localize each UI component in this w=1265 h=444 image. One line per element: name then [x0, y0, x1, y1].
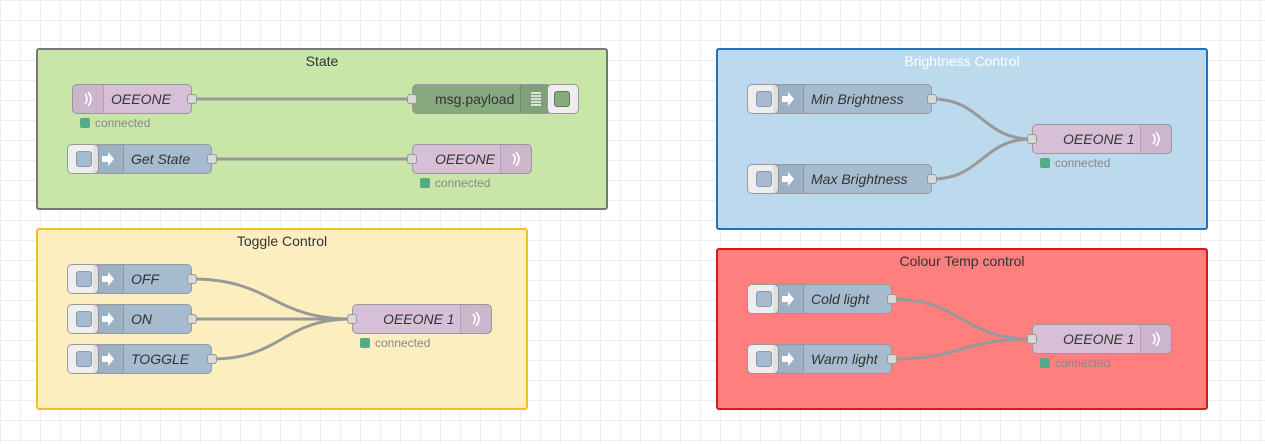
mqtt-signal-icon: [73, 85, 104, 113]
inject-node-max-brightness[interactable]: Max Brightness: [747, 164, 937, 194]
inject-arrow-icon: [773, 165, 804, 193]
debug-list-icon: [520, 85, 551, 113]
output-port[interactable]: [187, 274, 197, 284]
inject-arrow-icon: [93, 145, 124, 173]
group-state[interactable]: State: [36, 48, 608, 210]
node-status-connected: connected: [80, 116, 150, 130]
mqtt-out-node-oeeone[interactable]: OEEONE: [407, 144, 532, 174]
inject-node-warm-light[interactable]: Warm light: [747, 344, 897, 374]
output-port[interactable]: [207, 154, 217, 164]
status-dot-icon: [1040, 158, 1050, 168]
output-port[interactable]: [887, 354, 897, 364]
inject-arrow-icon: [93, 305, 124, 333]
group-state-label: State: [305, 53, 339, 69]
node-label: ON: [131, 311, 152, 327]
wire-off-to-mqtt[interactable]: [191, 277, 353, 321]
status-dot-icon: [420, 178, 430, 188]
node-label: Warm light: [811, 351, 878, 367]
inject-arrow-icon: [773, 345, 804, 373]
mqtt-signal-icon: [1140, 125, 1171, 153]
status-text: connected: [1055, 156, 1111, 170]
input-port[interactable]: [407, 94, 417, 104]
mqtt-out-node-oeeone-1-toggle[interactable]: OEEONE 1: [347, 304, 492, 334]
inject-node-toggle[interactable]: TOGGLE: [67, 344, 217, 374]
node-label: Min Brightness: [811, 91, 904, 107]
input-port[interactable]: [1027, 334, 1037, 344]
status-dot-icon: [360, 338, 370, 348]
group-colour-temp-control-label: Colour Temp control: [899, 253, 1025, 269]
inject-trigger-button[interactable]: [67, 144, 99, 174]
node-label: TOGGLE: [131, 351, 190, 367]
inject-trigger-button[interactable]: [67, 264, 99, 294]
node-label: OEEONE 1: [383, 311, 455, 327]
mqtt-out-node-oeeone-1-colour[interactable]: OEEONE 1: [1027, 324, 1172, 354]
node-status-connected: connected: [420, 176, 490, 190]
inject-arrow-icon: [773, 85, 804, 113]
status-text: connected: [95, 116, 151, 130]
wire-toggle-to-mqtt[interactable]: [211, 317, 353, 361]
inject-arrow-icon: [773, 285, 804, 313]
status-text: connected: [375, 336, 431, 350]
input-port[interactable]: [347, 314, 357, 324]
node-status-connected: connected: [1040, 156, 1110, 170]
inject-trigger-button[interactable]: [747, 344, 779, 374]
output-port[interactable]: [207, 354, 217, 364]
wire-warm-light-to-mqtt[interactable]: [891, 337, 1033, 361]
input-port[interactable]: [407, 154, 417, 164]
wire-cold-light-to-mqtt[interactable]: [891, 297, 1033, 341]
node-label: Get State: [131, 151, 191, 167]
wire-min-brightness-to-mqtt[interactable]: [931, 97, 1033, 141]
output-port[interactable]: [927, 174, 937, 184]
mqtt-signal-icon: [460, 305, 491, 333]
mqtt-signal-icon: [500, 145, 531, 173]
debug-node-msg-payload[interactable]: msg.payload: [407, 84, 579, 114]
inject-node-on[interactable]: ON: [67, 304, 197, 334]
node-label: OFF: [131, 271, 159, 287]
node-status-connected: connected: [360, 336, 430, 350]
status-text: connected: [1055, 356, 1111, 370]
node-label: Cold light: [811, 291, 870, 307]
inject-node-get-state[interactable]: Get State: [67, 144, 217, 174]
output-port[interactable]: [187, 314, 197, 324]
inject-node-off[interactable]: OFF: [67, 264, 197, 294]
group-brightness-control-label: Brightness Control: [904, 53, 1020, 69]
node-label: Max Brightness: [811, 171, 908, 187]
status-dot-icon: [1040, 358, 1050, 368]
node-label: OEEONE: [435, 151, 495, 167]
inject-node-min-brightness[interactable]: Min Brightness: [747, 84, 937, 114]
inject-trigger-button[interactable]: [67, 304, 99, 334]
node-status-connected: connected: [1040, 356, 1110, 370]
debug-toggle-button[interactable]: [547, 84, 579, 114]
status-dot-icon: [80, 118, 90, 128]
inject-node-cold-light[interactable]: Cold light: [747, 284, 897, 314]
output-port[interactable]: [887, 294, 897, 304]
mqtt-in-node-oeeone[interactable]: OEEONE: [72, 84, 197, 114]
mqtt-out-node-oeeone-1-brightness[interactable]: OEEONE 1: [1027, 124, 1172, 154]
group-toggle-control-label: Toggle Control: [236, 233, 328, 249]
wire-max-brightness-to-mqtt[interactable]: [931, 137, 1033, 181]
inject-trigger-button[interactable]: [747, 84, 779, 114]
mqtt-signal-icon: [1140, 325, 1171, 353]
inject-arrow-icon: [93, 345, 124, 373]
node-label: OEEONE 1: [1063, 331, 1135, 347]
node-label: OEEONE 1: [1063, 131, 1135, 147]
node-label: msg.payload: [435, 91, 515, 107]
output-port[interactable]: [187, 94, 197, 104]
inject-arrow-icon: [93, 265, 124, 293]
status-text: connected: [435, 176, 491, 190]
inject-trigger-button[interactable]: [747, 284, 779, 314]
output-port[interactable]: [927, 94, 937, 104]
input-port[interactable]: [1027, 134, 1037, 144]
inject-trigger-button[interactable]: [747, 164, 779, 194]
node-label: OEEONE: [111, 91, 171, 107]
inject-trigger-button[interactable]: [67, 344, 99, 374]
